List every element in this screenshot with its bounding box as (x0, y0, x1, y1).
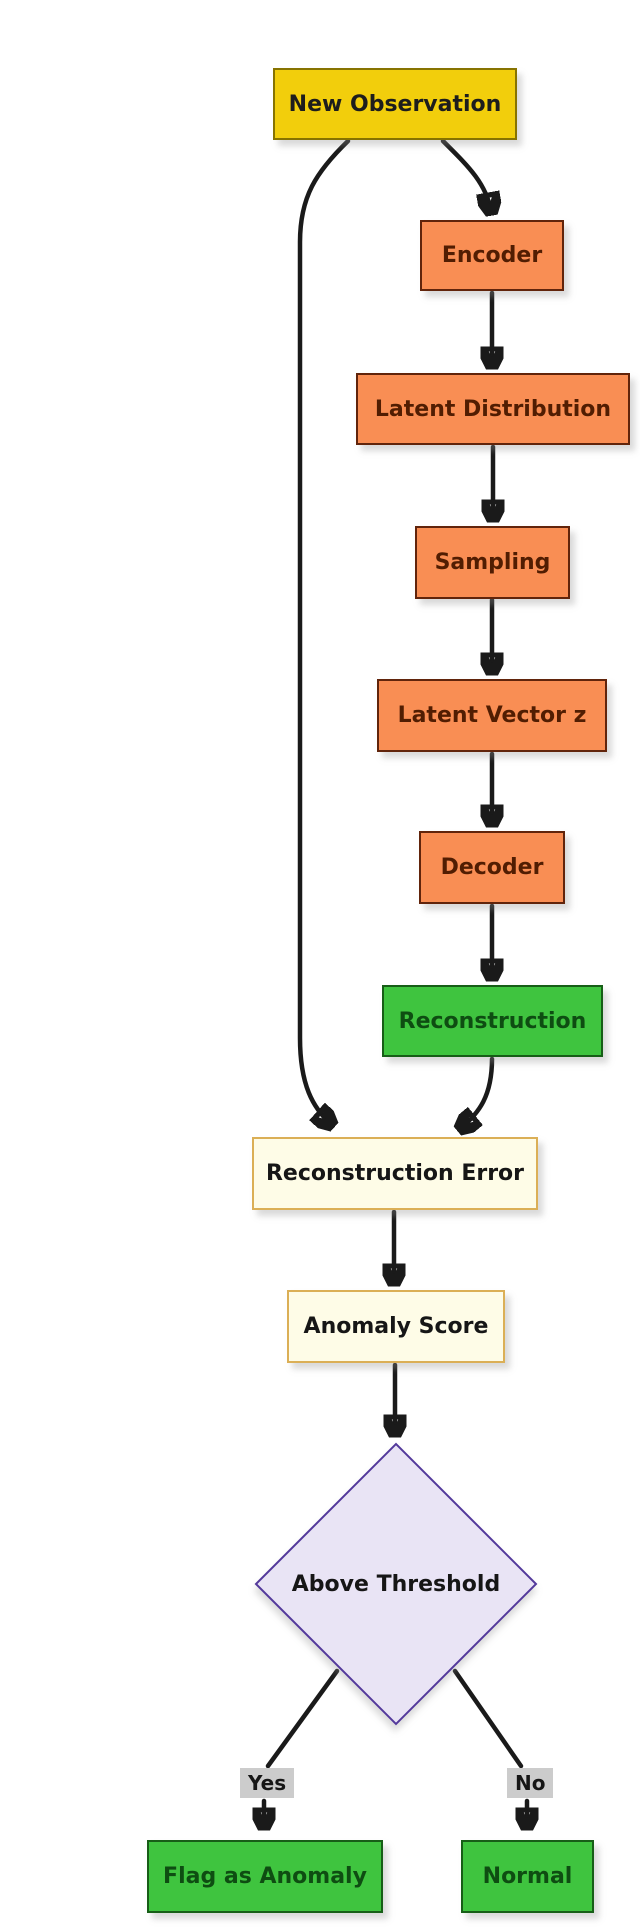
node-above-threshold-label: Above Threshold (291, 1571, 501, 1597)
edge-new-observation-to-reconstruction-error (297, 138, 351, 1124)
node-normal: Normal (461, 1840, 594, 1913)
edge-above-threshold-to-yes-label (265, 1668, 340, 1769)
node-reconstruction: Reconstruction (382, 985, 603, 1057)
node-flag-as-anomaly: Flag as Anomaly (147, 1840, 383, 1913)
node-reconstruction-error: Reconstruction Error (252, 1137, 538, 1210)
edge-new-observation-to-encoder (440, 138, 491, 211)
node-new-observation: New Observation (273, 68, 517, 140)
node-latent-vector-z: Latent Vector z (377, 679, 607, 752)
node-sampling: Sampling (415, 526, 570, 599)
edge-above-threshold-to-no-label (452, 1668, 524, 1769)
edge-label-yes: Yes (240, 1768, 295, 1798)
edge-reconstruction-to-reconstruction-error (461, 1056, 495, 1128)
node-anomaly-score: Anomaly Score (287, 1290, 505, 1363)
edge-label-no: No (507, 1768, 554, 1798)
node-encoder: Encoder (420, 220, 564, 291)
node-latent-distribution: Latent Distribution (356, 373, 630, 445)
node-decoder: Decoder (419, 831, 565, 904)
